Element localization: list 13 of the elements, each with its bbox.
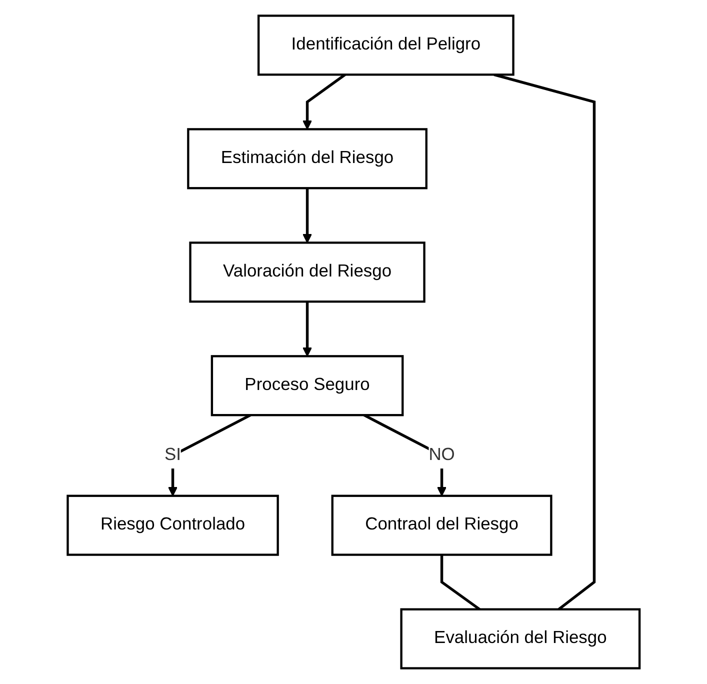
connector [440, 554, 480, 610]
arrow [302, 302, 312, 357]
arrow [302, 188, 312, 244]
node-box: Riesgo Controlado [66, 494, 279, 556]
node-box: Proceso Seguro [210, 355, 404, 416]
node-box: Estimación del Riesgo [186, 128, 428, 190]
node-box: Evaluación del Riesgo [400, 608, 640, 670]
node-box: Contraol del Riesgo [331, 494, 552, 556]
edge-label: SI [164, 446, 181, 464]
node-box: Identificación del Peligro [257, 14, 514, 76]
node-box: Valoración del Riesgo [189, 242, 426, 303]
arrow [302, 74, 346, 130]
edge-label: NO [428, 446, 455, 464]
